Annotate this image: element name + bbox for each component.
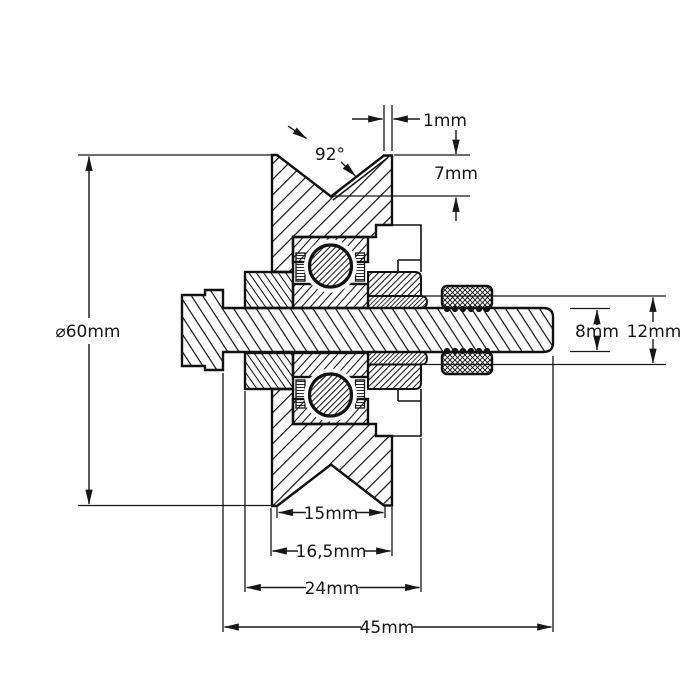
dimension-graphics (78, 105, 666, 632)
nut-bottom-half (440, 350, 494, 376)
left-spacer-bottom (243, 351, 295, 391)
dim-label-groove-depth: 7mm (434, 164, 478, 184)
ball-bottom (307, 372, 354, 418)
ball-top (307, 243, 354, 289)
flange-top (392, 224, 422, 272)
right-cover-assembly (367, 224, 428, 437)
nut-section (440, 284, 494, 376)
dim-label-nut-od: 12mm (627, 322, 682, 342)
dim-label-rim-flat: 1mm (423, 111, 467, 131)
washer-top (367, 295, 428, 309)
dim-label-shaft-length: 45mm (360, 618, 415, 638)
groove-face-line (332, 156, 389, 201)
right-cover-top (367, 271, 422, 297)
bearing-bottom (291, 351, 370, 426)
wheel-section (270, 153, 394, 508)
washer-bottom (367, 351, 428, 366)
dimension-labels: 1mm 7mm 92° ⌀60mm 8mm 12mm 15mm 16,5mm 2… (56, 111, 682, 638)
dim-label-rim-width: 16,5mm (296, 542, 367, 562)
bearing-top (291, 235, 370, 310)
dim-label-wheel-diameter: ⌀60mm (56, 322, 121, 342)
right-cover-bottom (367, 363, 422, 390)
flange-bottom (392, 389, 422, 437)
dim-label-shaft-diameter: 8mm (575, 322, 619, 342)
left-spacer-top (243, 270, 295, 310)
dim-label-groove-opening: 15mm (304, 504, 359, 524)
dim-label-hub-width: 24mm (305, 579, 360, 599)
cage-left-top (295, 252, 306, 282)
nut-top-half (440, 284, 494, 310)
dim-label-groove-angle: 92° (315, 145, 345, 165)
cage-left-bottom (295, 379, 306, 409)
thread-crests (443, 305, 491, 355)
